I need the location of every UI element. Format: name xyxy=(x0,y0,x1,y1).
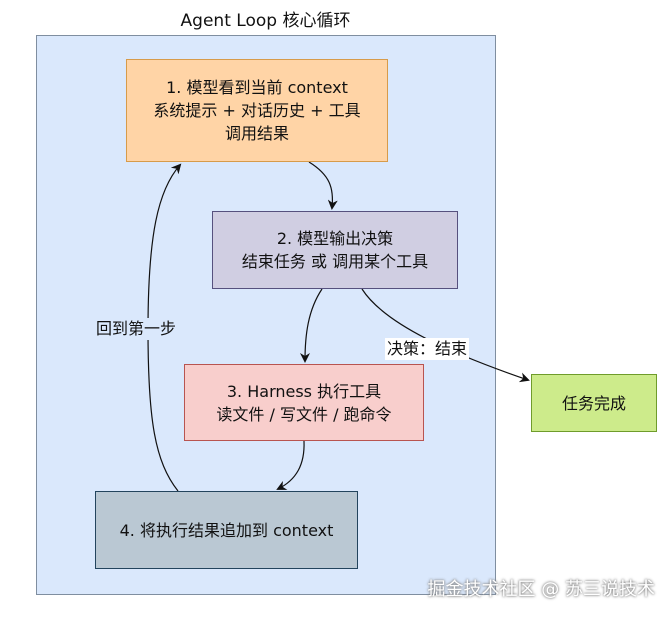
decision-end-label: 决策：结束 xyxy=(385,338,470,360)
watermark: 掘金技术社区 @ 苏三说技术 xyxy=(427,579,655,600)
edge-step1-to-step2 xyxy=(308,161,338,210)
step2-line-2: 结束任务 或 调用某个工具 xyxy=(241,252,429,271)
edge-step2-to-step3 xyxy=(300,288,323,363)
step4-line-1: 4. 将执行结果追加到 context xyxy=(119,520,334,540)
step3-node: 3. Harness 执行工具 读文件 / 写文件 / 跑命令 xyxy=(184,364,424,441)
task-done-label: 任务完成 xyxy=(561,393,626,413)
step2-node: 2. 模型输出决策 结束任务 或 调用某个工具 xyxy=(212,211,458,289)
back-to-step1-label: 回到第一步 xyxy=(96,318,177,340)
diagram-title: Agent Loop 核心循环 xyxy=(180,11,351,31)
step1-line-3: 调用结果 xyxy=(224,124,289,143)
step1-line-1: 1. 模型看到当前 context xyxy=(166,78,348,97)
edge-step3-to-step4 xyxy=(276,440,305,490)
step1-node: 1. 模型看到当前 context 系统提示 + 对话历史 + 工具 调用结果 xyxy=(126,59,388,162)
step3-line-1: 3. Harness 执行工具 xyxy=(226,381,382,401)
step3-line-2: 读文件 / 写文件 / 跑命令 xyxy=(216,404,392,424)
step4-node: 4. 将执行结果追加到 context xyxy=(95,491,358,569)
task-done-node: 任务完成 xyxy=(531,374,657,432)
step2-line-1: 2. 模型输出决策 xyxy=(276,229,394,248)
step1-line-2: 系统提示 + 对话历史 + 工具 xyxy=(153,101,361,120)
